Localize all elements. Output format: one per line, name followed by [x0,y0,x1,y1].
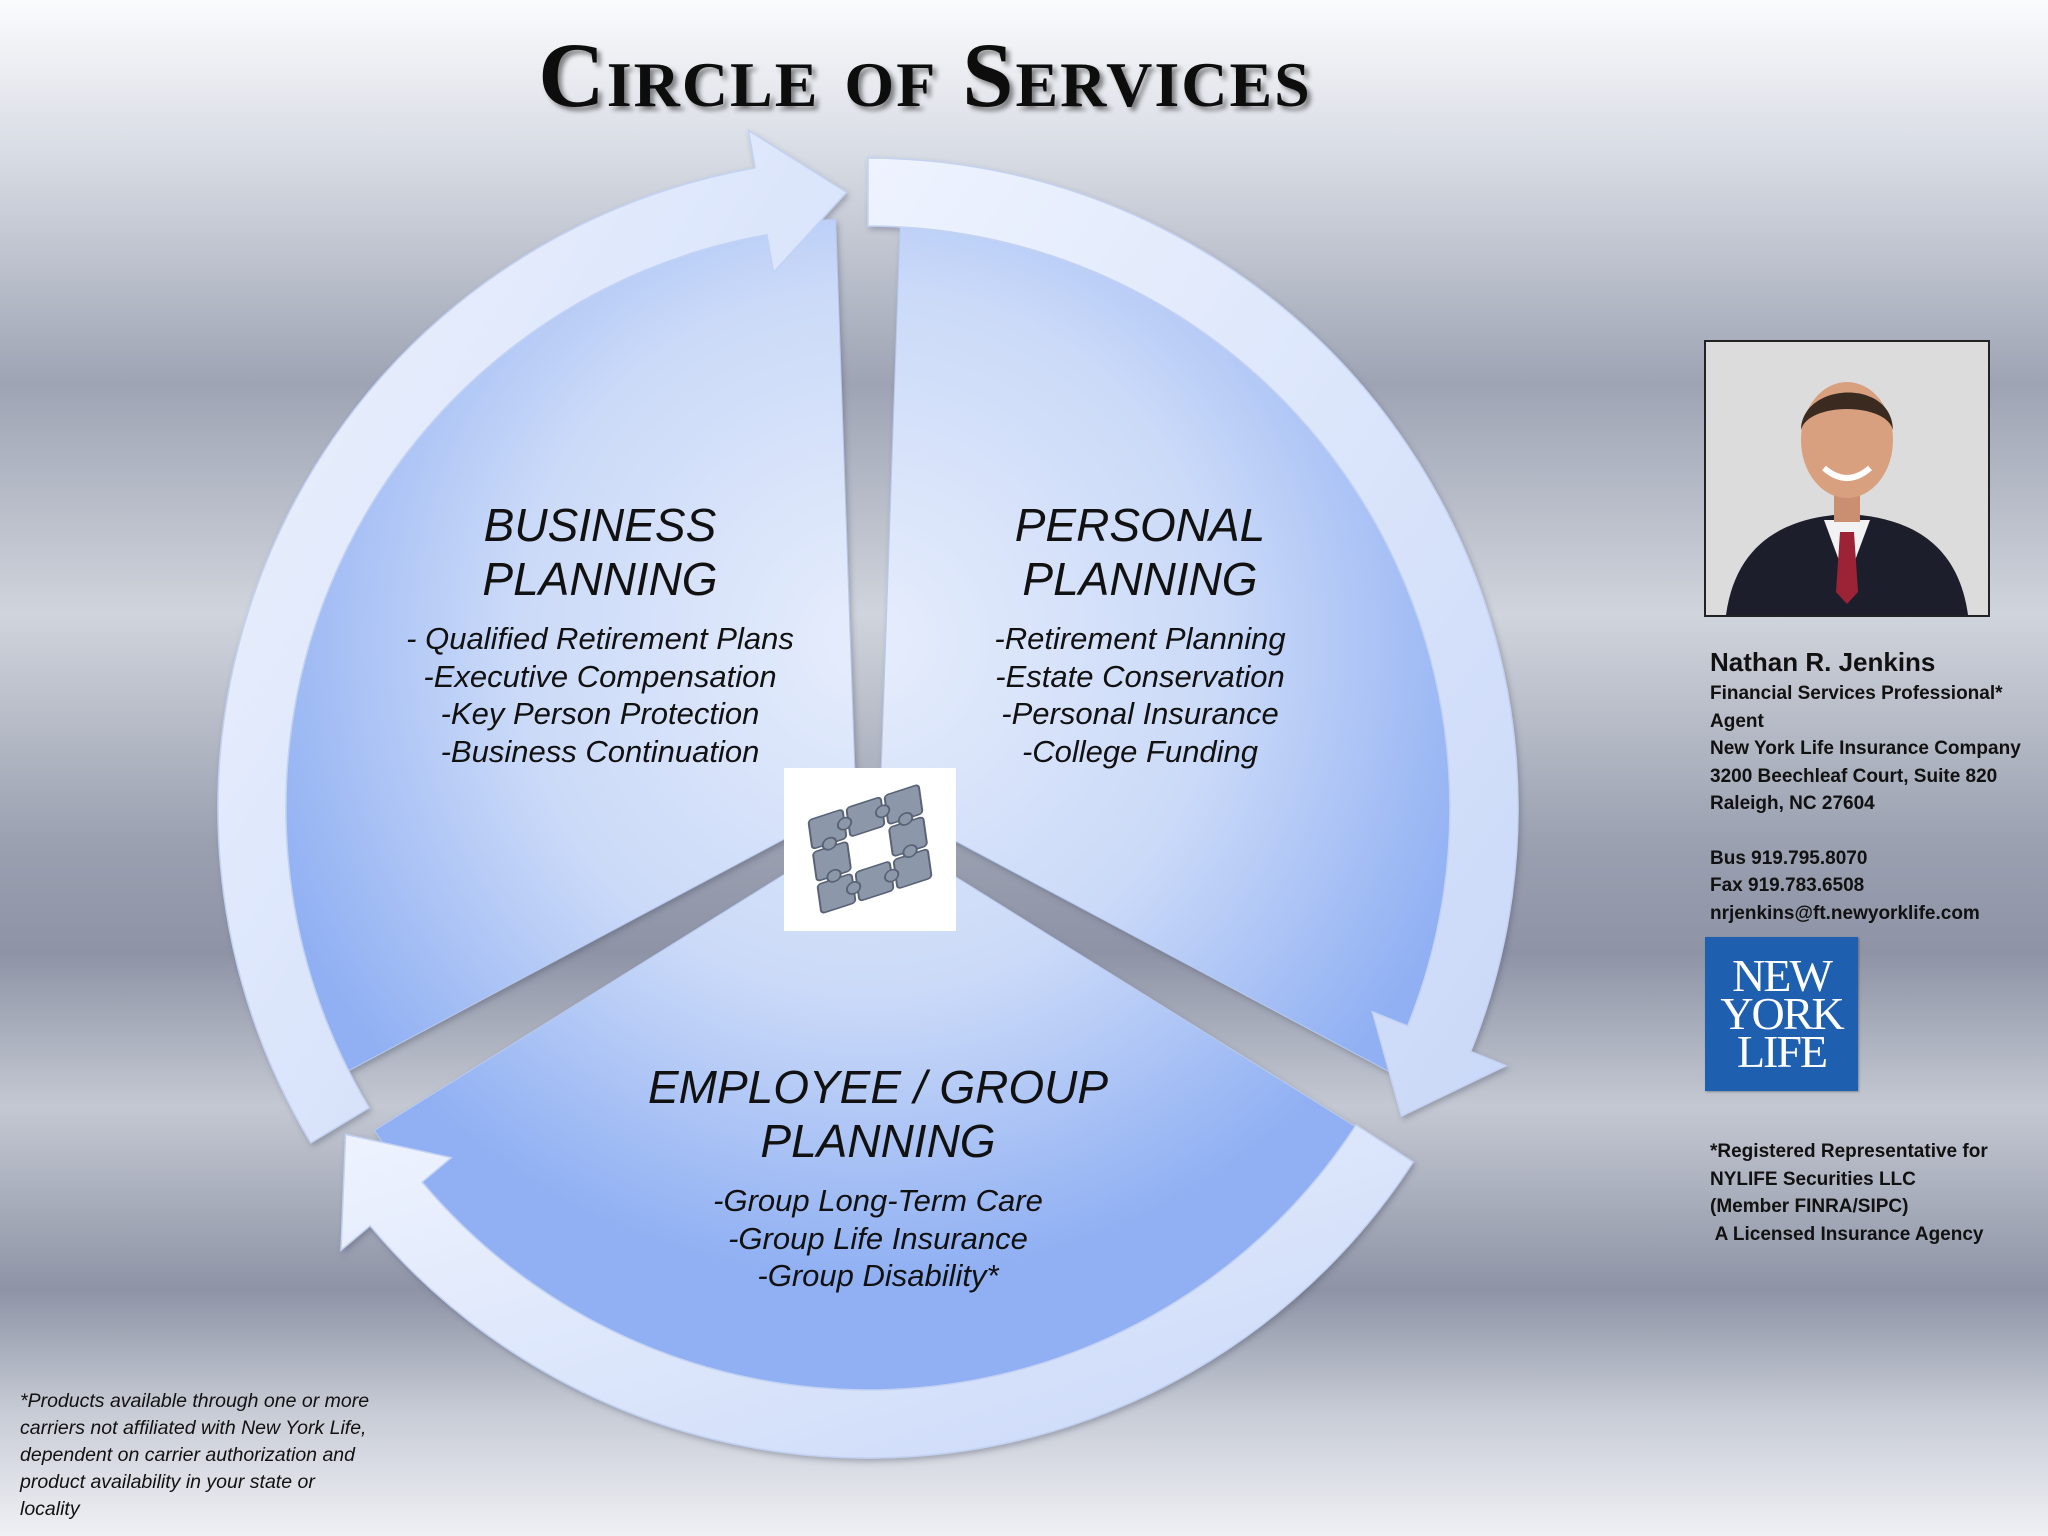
personal-planning-segment: PERSONAL PLANNING -Retirement Planning -… [920,498,1360,770]
registered-line-1: *Registered Representative for [1710,1141,1988,1162]
personal-item-insurance: -Personal Insurance [1001,696,1279,731]
ring-arrow-to-personal [217,128,848,1144]
business-planning-title: BUSINESS [483,499,717,551]
business-item-key-person: -Key Person Protection [440,696,760,731]
footnote-line-4: product availability in your state or [20,1471,315,1493]
personal-item-college: -College Funding [1021,733,1259,769]
personal-planning-title-line2: PLANNING [1022,553,1258,605]
employee-group-planning-segment: EMPLOYEE / GROUP PLANNING -Group Long-Te… [598,1060,1158,1295]
agent-name: Nathan R. Jenkins [1710,647,1936,677]
agent-address-line2: Raleigh, NC 27604 [1710,793,1875,814]
personal-item-estate: -Estate Conservation [995,658,1285,694]
logo-line-life: LIFE [1736,1026,1828,1077]
footnote-line-2: carriers not affiliated with New York Li… [20,1417,367,1439]
employee-planning-title-line2: PLANNING [760,1115,996,1167]
logo-line-new: NEW [1732,950,1833,1001]
agent-address-line1: 3200 Beechleaf Court, Suite 820 [1710,765,1998,787]
agent-phone: Bus 919.795.8070 [1710,847,1868,869]
employee-item-ltc: -Group Long-Term Care [713,1183,1043,1218]
business-item-qualified-retirement: - Qualified Retirement Plans [406,621,794,656]
registered-line-4: A Licensed Insurance Agency [1710,1223,1984,1245]
agent-title: Agent [1710,710,1764,732]
ring-arrow-to-employee [867,157,1519,1118]
products-footnote: *Products available through one or more … [20,1388,420,1523]
footnote-line-3: dependent on carrier authorization and [20,1444,355,1466]
agent-company: New York Life Insurance Company [1710,738,2021,759]
ring-arrow-to-business [340,1123,1415,1459]
footnote-line-5: locality [20,1498,80,1520]
employee-planning-title: EMPLOYEE / GROUP [647,1061,1109,1113]
new-york-life-logo: NEW YORK LIFE [1705,937,1858,1091]
business-item-continuation: -Business Continuation [440,733,760,769]
agent-email[interactable]: nrjenkins@ft.newyorklife.com [1710,902,1980,924]
business-planning-title-line2: PLANNING [482,553,718,605]
employee-item-life: -Group Life Insurance [728,1220,1028,1256]
agent-role: Financial Services Professional* [1710,683,2003,704]
logo-line-york: YORK [1720,988,1844,1039]
registered-line-3: (Member FINRA/SIPC) [1710,1196,1909,1217]
personal-item-retirement: -Retirement Planning [994,621,1286,656]
puzzle-pieces-icon [784,768,956,931]
agent-fax: Fax 919.783.6508 [1710,875,1865,896]
business-planning-segment: BUSINESS PLANNING - Qualified Retirement… [380,498,820,770]
page-title: Circle of Services [538,24,1312,126]
registered-representative-note: *Registered Representative for NYLIFE Se… [1710,1138,2040,1248]
employee-item-disability: -Group Disability* [757,1258,999,1293]
registered-line-2: NYLIFE Securities LLC [1710,1168,1916,1190]
footnote-line-1: *Products available through one or more [20,1390,370,1412]
agent-contact-info: Nathan R. Jenkins Financial Services Pro… [1710,644,2040,927]
personal-planning-title: PERSONAL [1014,499,1266,551]
business-item-executive-compensation: -Executive Compensation [423,658,777,694]
agent-photo [1704,340,1990,617]
